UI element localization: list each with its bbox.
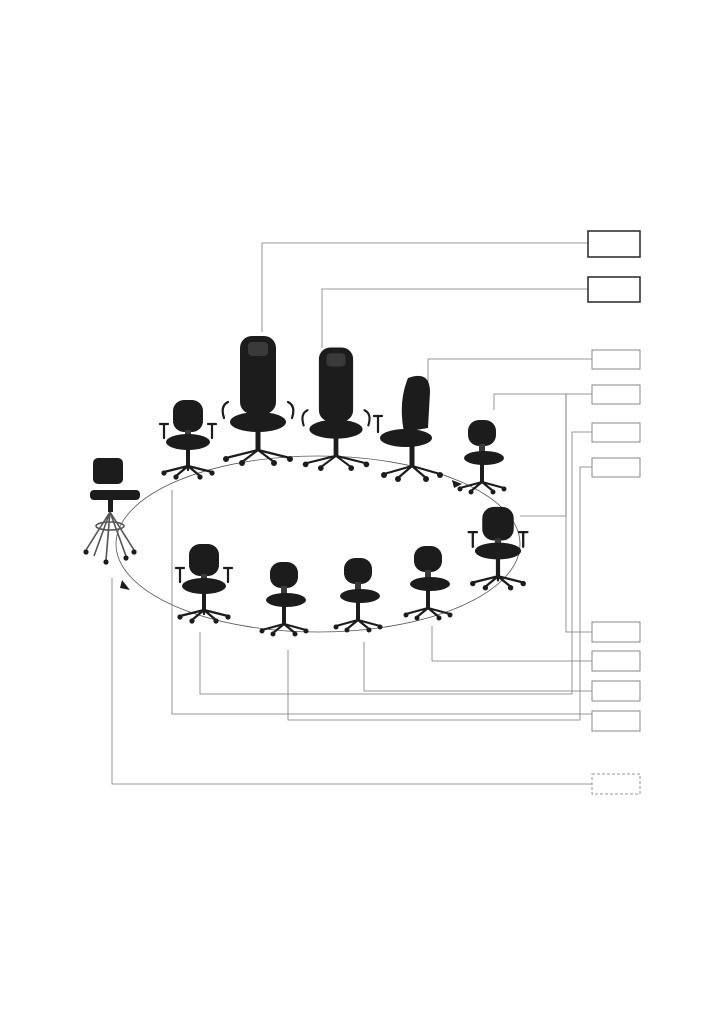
armless-task-chair-icon bbox=[404, 546, 453, 621]
label-box-1 bbox=[588, 231, 640, 257]
office-chair-icon bbox=[469, 507, 528, 591]
label-box-5 bbox=[592, 423, 640, 442]
chair-ring bbox=[116, 456, 520, 632]
armless-task-chair-icon bbox=[334, 558, 383, 633]
stool-chair-icon bbox=[83, 458, 140, 565]
label-box-2 bbox=[588, 277, 640, 302]
office-chair-icon bbox=[374, 376, 443, 482]
label-box-8 bbox=[592, 651, 640, 671]
executive-chair-icon bbox=[302, 348, 369, 472]
label-box-3 bbox=[592, 350, 640, 369]
label-box-9 bbox=[592, 681, 640, 701]
leader-lines bbox=[112, 243, 592, 784]
label-box-10 bbox=[592, 711, 640, 731]
label-box-7 bbox=[592, 622, 640, 642]
armless-task-chair-icon bbox=[260, 562, 309, 637]
office-chair-icon bbox=[160, 400, 216, 480]
executive-chair-icon bbox=[223, 336, 294, 466]
label-box-6 bbox=[592, 458, 640, 477]
office-chair-icon bbox=[176, 544, 232, 624]
label-box-4 bbox=[592, 385, 640, 404]
ring-arrow-left bbox=[120, 580, 130, 590]
label-box-11 bbox=[592, 774, 640, 794]
chairs bbox=[83, 336, 527, 637]
label-boxes bbox=[588, 231, 640, 794]
